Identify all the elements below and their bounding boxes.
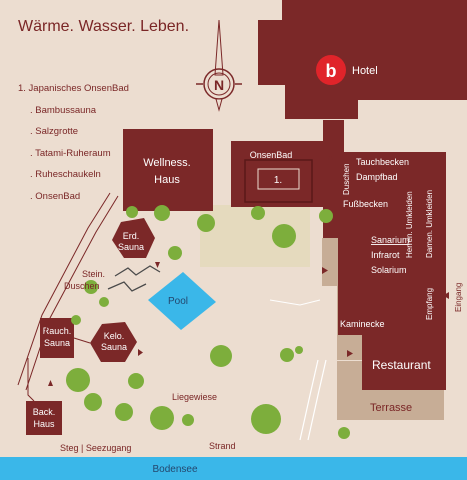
kelo-sauna-label-1: Kelo. — [104, 331, 125, 341]
back-haus-label-2: Haus — [33, 419, 55, 429]
hotel-label: Hotel — [352, 65, 378, 77]
legend-item-6: . OnsenBad — [30, 191, 80, 202]
sauna-link-2 — [27, 358, 35, 402]
infrarot-label: Infrarot — [371, 250, 400, 260]
stein-duschen-label-2: Duschen — [64, 281, 100, 291]
sauna-link — [73, 337, 91, 344]
tree — [280, 348, 294, 362]
garden-path — [299, 359, 319, 441]
west-boundary-path-2 — [25, 195, 119, 391]
tree — [84, 393, 102, 411]
pool — [148, 272, 216, 330]
tree — [251, 404, 281, 434]
rauch-sauna — [40, 318, 74, 358]
wellness-haus-label-2: Haus — [154, 174, 180, 186]
legend-item-5: . Ruheschaukeln — [30, 169, 101, 180]
wellness-haus — [123, 129, 213, 211]
tree — [272, 224, 296, 248]
arrow-onsen — [328, 154, 333, 160]
west-boundary-path — [17, 192, 111, 386]
empfang-label: Empfang — [425, 288, 434, 320]
shower-path — [114, 265, 161, 277]
damen-umkleiden-label: Damen. Umkleiden — [425, 190, 434, 258]
legend-item-1: 1. Japanisches OnsenBad — [18, 83, 129, 94]
onsenbad-number: 1. — [274, 175, 282, 186]
arrow-eingang — [443, 292, 449, 299]
erd-sauna — [112, 218, 155, 258]
tree — [338, 427, 350, 439]
tree — [84, 280, 98, 294]
compass-letter: N — [214, 77, 224, 93]
tree — [210, 345, 232, 367]
arrow-backhaus — [48, 380, 53, 386]
rauch-sauna-label-2: Sauna — [44, 338, 70, 348]
legend-item-4: . Tatami-Ruheraum — [30, 148, 111, 159]
compass-ring-inner — [207, 72, 231, 96]
onsenbad-inner — [257, 168, 300, 190]
tree — [295, 346, 303, 354]
steg-label: Steg | Seezugang — [60, 443, 131, 453]
erd-sauna-label-1: Erd. — [123, 231, 140, 241]
terrasse-label: Terrasse — [370, 402, 412, 414]
dampfbad-label: Dampfbad — [356, 172, 398, 182]
tree — [126, 206, 138, 218]
liegewiese-label: Liegewiese — [172, 392, 217, 402]
hotel-logo-letter: b — [326, 61, 337, 81]
compass-needle — [214, 19, 224, 76]
arrow-kelo — [138, 349, 143, 356]
tree — [115, 403, 133, 421]
solarium-label: Solarium — [371, 265, 407, 275]
onsenbad-label: OnsenBad — [250, 150, 293, 160]
garden-path-2 — [307, 359, 327, 441]
tree — [150, 406, 174, 430]
east-building — [323, 152, 446, 390]
lake-label: Bodensee — [152, 464, 197, 475]
rauch-sauna-label-1: Rauch. — [43, 326, 72, 336]
connector-corridor — [323, 120, 344, 156]
tree — [182, 414, 194, 426]
legend-item-3: . Salzgrotte — [30, 126, 78, 137]
tree — [99, 297, 109, 307]
trees — [66, 205, 350, 439]
tauchbecken-label: Tauchbecken — [356, 157, 409, 167]
tree — [197, 214, 215, 232]
path-west — [322, 238, 338, 286]
stein-duschen-label-1: Stein. — [82, 269, 105, 279]
erd-sauna-label-2: Sauna — [118, 242, 144, 252]
arrow-restaurant — [347, 350, 353, 357]
wellness-haus-label-1: Wellness. — [143, 157, 190, 169]
pool-label: Pool — [168, 296, 188, 307]
kelo-sauna-label-2: Sauna — [101, 342, 127, 352]
kaminecke-label: Kaminecke — [340, 319, 385, 329]
shower-path-2 — [107, 281, 147, 292]
legend-item-2: . Bambussauna — [30, 105, 97, 116]
tree — [66, 368, 90, 392]
duschen-label: Duschen — [342, 163, 351, 195]
tree — [128, 373, 144, 389]
fussbecken-label: Fußbecken — [343, 199, 388, 209]
lake-bodensee — [0, 457, 467, 480]
sanarium-label: Sanarium — [371, 235, 410, 245]
tree — [168, 246, 182, 260]
back-haus — [26, 401, 62, 435]
arrow-erd — [155, 262, 160, 268]
hotel-logo — [316, 55, 346, 85]
strand-label: Strand — [209, 441, 236, 451]
kelo-sauna — [90, 322, 137, 362]
restaurant-label: Restaurant — [372, 358, 431, 372]
tree — [319, 209, 333, 223]
back-haus-label-1: Back. — [33, 407, 56, 417]
tree — [71, 315, 81, 325]
tree — [251, 206, 265, 220]
eingang-label: Eingang — [454, 283, 463, 312]
map-title: Wärme. Wasser. Leben. — [18, 18, 189, 35]
hotel-building — [258, 0, 467, 119]
herren-umkleiden-label: Herren. Umkleiden — [405, 191, 414, 258]
tree — [154, 205, 170, 221]
compass: N — [196, 19, 242, 112]
arrow-path — [322, 267, 328, 274]
garden-path-3 — [269, 299, 321, 306]
compass-south — [215, 98, 223, 112]
